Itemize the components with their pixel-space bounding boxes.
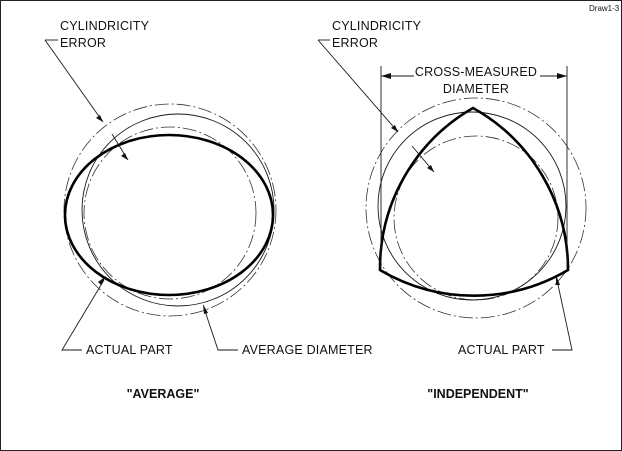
right-actual-part-profile — [378, 106, 570, 297]
right-view-independent: CYLINDRICITY ERROR CROSS-MEASURED DIAMET… — [317, 19, 587, 401]
left-actual-part-arrow — [98, 276, 106, 285]
left-error-arrow-outer — [96, 115, 103, 122]
right-error-label-line1: CYLINDRICITY — [332, 19, 422, 33]
right-error-arrow-inner — [427, 165, 434, 172]
right-actual-part-arrow — [556, 275, 560, 285]
right-outer-zone-circle — [365, 97, 587, 319]
right-error-label-line2: ERROR — [332, 36, 378, 50]
left-view-title: "AVERAGE" — [127, 387, 200, 401]
right-dimension-arrow-right — [557, 73, 567, 79]
left-error-label-line1: CYLINDRICITY — [60, 19, 150, 33]
right-actual-part-label: ACTUAL PART — [458, 343, 545, 357]
drawing-id: Draw1-3 — [589, 4, 620, 13]
left-error-label-line2: ERROR — [60, 36, 106, 50]
right-dimension-label-line1: CROSS-MEASURED — [415, 65, 537, 79]
left-error-leader — [44, 39, 104, 123]
right-error-leader — [317, 39, 399, 133]
left-actual-part-label: ACTUAL PART — [86, 343, 173, 357]
right-actual-part-leader — [552, 279, 573, 351]
right-dimension-arrow-left — [381, 73, 391, 79]
left-actual-part-leader — [61, 279, 105, 351]
right-dimension-label-line2: DIAMETER — [443, 82, 509, 96]
left-inner-zone-circle — [83, 126, 257, 300]
left-average-diameter-label: AVERAGE DIAMETER — [242, 343, 373, 357]
right-view-title: "INDEPENDENT" — [427, 387, 529, 401]
left-actual-part-profile — [63, 133, 275, 297]
left-view-average: CYLINDRICITY ERROR ACTUAL PART AVERAGE D… — [44, 19, 373, 401]
right-reference-circle — [377, 111, 567, 301]
left-average-diameter-arrow — [203, 304, 208, 314]
left-average-diameter-leader — [203, 307, 238, 351]
right-error-arrow-outer — [391, 125, 398, 132]
left-error-arrow-inner — [121, 153, 128, 160]
